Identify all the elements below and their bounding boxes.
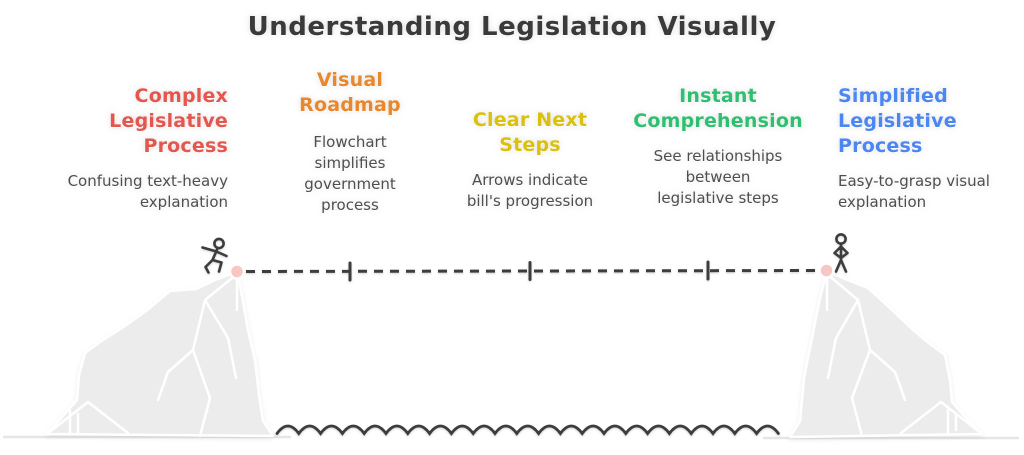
milestone-heading: Visual Roadmap <box>299 69 401 116</box>
milestone-simplified-legislative-process: Simplified Legislative Process Easy-to-g… <box>838 84 1006 213</box>
right-cliff <box>788 269 984 439</box>
milestone-description: Easy-to-grasp visual explanation <box>838 172 990 211</box>
milestone-description: Confusing text-heavy explanation <box>67 172 228 211</box>
milestone-heading: Simplified Legislative Process <box>838 85 957 157</box>
milestone-heading: Clear Next Steps <box>472 109 588 156</box>
right-cliff-facets <box>825 272 984 438</box>
page-title: Understanding Legislation Visually <box>247 12 777 42</box>
right-anchor-dot <box>818 262 835 279</box>
tightrope-dashed-line <box>245 269 819 273</box>
walking-stick-figure-icon <box>201 237 228 274</box>
milestone-visual-roadmap: Visual Roadmap Flowchart simplifies gove… <box>275 68 425 216</box>
left-cliff-facets <box>45 272 239 438</box>
water-wave-line <box>275 424 780 436</box>
milestone-description: Flowchart simplifies government process <box>304 133 396 214</box>
milestone-heading: Complex Legislative Process <box>109 85 228 157</box>
milestone-description: Arrows indicate bill's progression <box>466 171 594 210</box>
left-cliff <box>45 270 275 438</box>
ground-line <box>2 435 1020 440</box>
milestone-clear-next-steps: Clear Next Steps Arrows indicate bill's … <box>452 108 608 212</box>
standing-stick-figure-icon <box>833 233 849 273</box>
left-anchor-dot <box>228 263 246 280</box>
anchor-dots <box>228 262 835 280</box>
milestone-complex-legislative-process: Complex Legislative Process Confusing te… <box>36 84 228 213</box>
milestone-description: See relationships between legislative st… <box>653 147 783 207</box>
milestone-heading: Instant Comprehension <box>633 85 803 132</box>
milestone-tick-marks <box>348 260 710 282</box>
milestone-instant-comprehension: Instant Comprehension See relationships … <box>624 84 812 209</box>
